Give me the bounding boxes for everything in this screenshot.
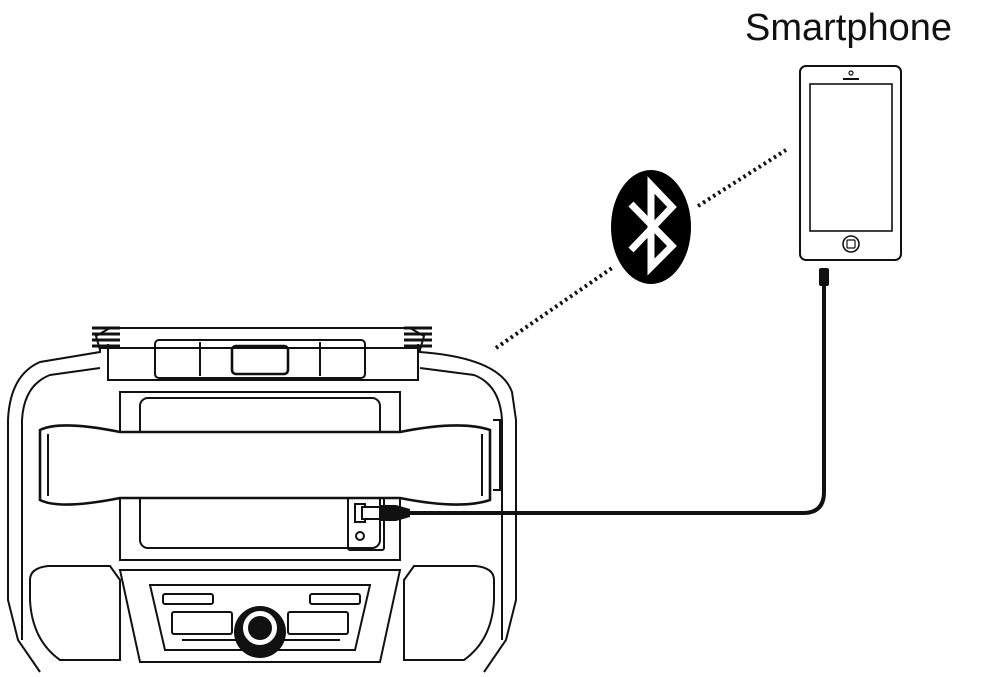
antenna-left <box>92 326 120 348</box>
smartphone-camera <box>848 70 854 76</box>
usb-port-panel <box>347 497 385 551</box>
antenna-right <box>404 326 432 348</box>
volume-knob <box>234 606 286 658</box>
bluetooth-icon <box>611 170 691 284</box>
smartphone <box>799 65 902 261</box>
boombox <box>7 326 517 673</box>
phone-connector <box>819 268 829 286</box>
usb-cable <box>406 268 829 515</box>
usb-icon <box>361 505 420 521</box>
smartphone-home-button <box>842 235 860 253</box>
smartphone-label: Smartphone <box>745 7 952 49</box>
